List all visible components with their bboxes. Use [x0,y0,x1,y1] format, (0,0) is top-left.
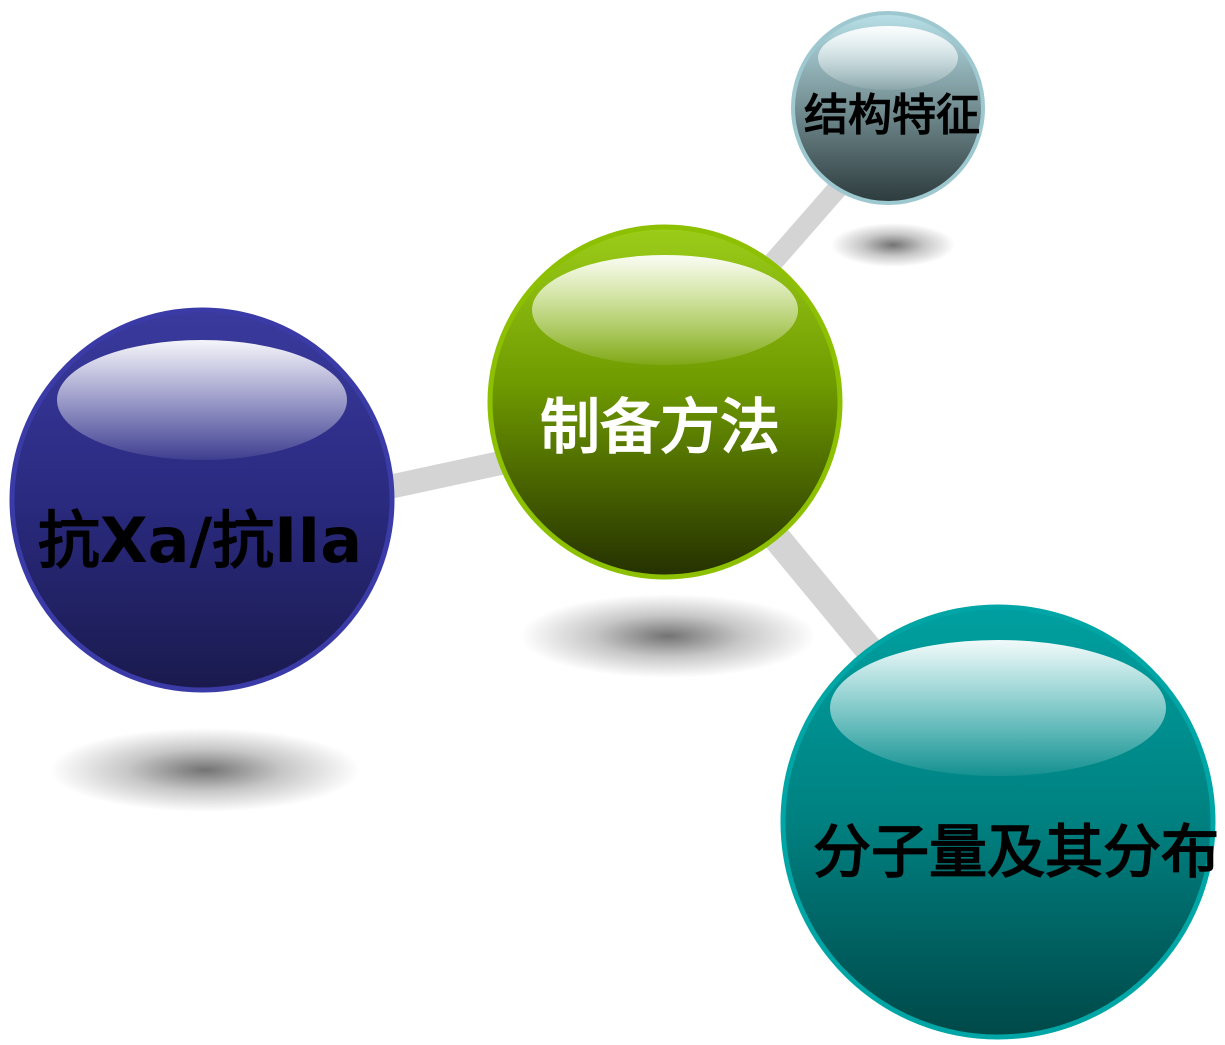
connector-center-left [368,450,517,501]
label-left: 抗Xa/抗IIa [38,504,362,577]
gloss-center [532,255,798,365]
label-center: 制备方法 [540,393,780,463]
shadow-center [520,594,816,678]
shadow-left [50,728,360,812]
gloss-top-right [818,26,958,90]
gloss-bottom-right [830,640,1166,776]
connector-center-topright [758,170,855,278]
gloss-left [57,340,347,460]
node-left: 抗Xa/抗IIa [9,307,395,693]
node-center: 制备方法 [487,224,843,580]
shadow-top-right [831,223,955,267]
label-bottom-right: 分子量及其分布 [813,818,1219,886]
shadows [50,223,955,812]
label-top-right: 结构特征 [804,90,980,141]
node-bottom-right: 分子量及其分布 [780,604,1219,1040]
node-top-right: 结构特征 [791,11,985,205]
